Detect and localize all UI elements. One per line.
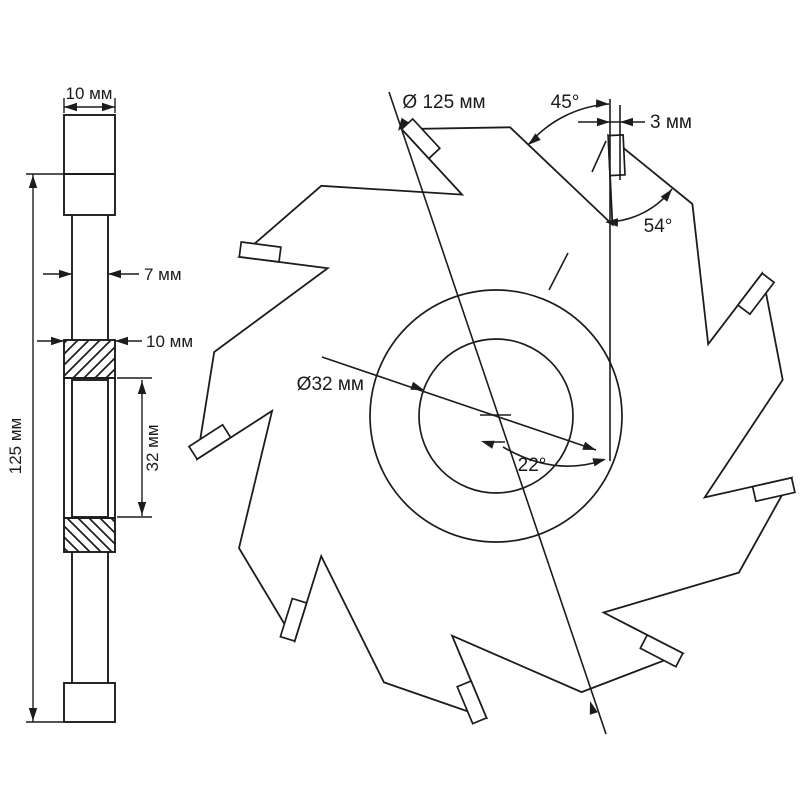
carbide-tip [238,241,282,263]
hub-circle [369,289,623,543]
bore-circle [418,338,574,494]
hub-hatch-bottom [63,517,116,553]
dimension-arrowhead [595,99,609,108]
rake-angle-arc [502,446,605,467]
dimension-arrowhead [620,117,633,127]
dimension-arrowhead [137,502,147,515]
dimension-arrowhead [59,269,72,279]
dimension-arrowhead [410,381,424,390]
bore-diameter-line [321,356,597,451]
dimension-arrowhead [64,102,77,112]
dim-label-bore-diameter: Ø32 мм [297,374,364,395]
dimension-arrowhead [115,336,128,346]
carbide-tip [751,476,796,503]
carbide-tip [639,633,684,668]
dim-label-tooth-width-top: 10 мм [65,84,112,103]
dimension-arrowhead [605,218,619,227]
bore-outline [71,379,109,518]
carbide-tip [400,117,441,160]
dim-label-hub-width: 10 мм [146,332,193,351]
side-top-tooth [63,114,116,216]
dimension-arrowhead [528,133,541,145]
carbide-tip [456,679,488,725]
dimension-arrowhead [660,189,672,202]
hub-outline [63,377,116,519]
dimension-arrowhead [597,117,610,127]
dimension-arrowhead [102,102,115,112]
dimension-arrowhead [28,175,38,188]
dim-label-rake-angle: 22° [518,455,547,476]
dim-label-bore-height: 32 мм [143,424,162,471]
dimension-arrowhead [137,381,147,394]
dim-label-total-height: 125 мм [6,418,25,474]
side-view [63,114,116,723]
dim-label-tooth-angle: 54° [644,216,673,237]
blade-outline [195,126,794,720]
side-view-dimensions [26,98,152,723]
carbide-tip [279,597,308,643]
tooth-radial-stroke [548,252,569,291]
tooth-body-face-line [591,140,607,173]
dim-label-tip-width: 3 мм [650,112,692,133]
dim-label-gullet-angle: 45° [551,92,580,113]
dimension-arrowhead [28,708,38,721]
dimension-arrowhead [398,117,409,131]
diameter-line [388,91,607,735]
carbide-tip [187,423,232,461]
hub-hatch-top [63,339,116,379]
dim-label-outer-diameter: Ø 125 мм [402,92,485,113]
dimension-arrowhead [589,701,598,715]
carbide-tip [736,272,776,316]
dimension-arrowhead [108,269,121,279]
side-bottom-tooth [63,682,116,723]
dim-label-plate-thickness: 7 мм [144,265,182,284]
dimension-arrowhead [481,440,495,449]
dimension-arrowhead [582,441,596,450]
dimension-arrowhead [51,336,64,346]
front-view [28,91,796,735]
dimension-arrowhead [592,458,606,467]
